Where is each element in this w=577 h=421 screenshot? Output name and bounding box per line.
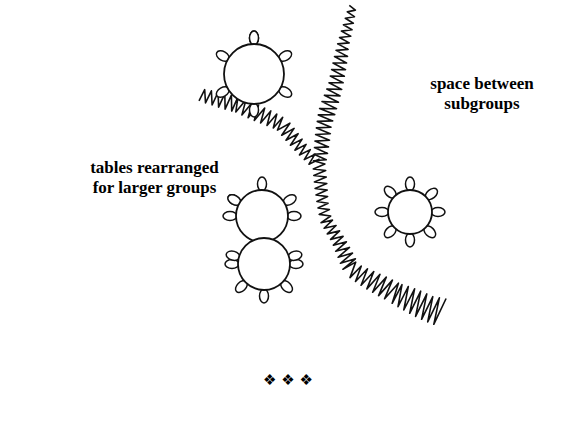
space-scribble	[313, 5, 446, 324]
chair	[250, 103, 259, 117]
chair	[406, 233, 415, 247]
chair	[287, 212, 301, 221]
round-table	[238, 238, 290, 290]
chair	[375, 208, 389, 217]
chair	[431, 208, 445, 217]
ornament: ❖ ❖ ❖	[248, 370, 328, 390]
chair	[223, 212, 237, 221]
chair	[258, 177, 267, 191]
round-table	[224, 44, 284, 104]
round-table	[236, 190, 288, 242]
round-table	[388, 190, 432, 234]
chair	[406, 177, 415, 191]
chair	[250, 31, 259, 45]
annotation: space between subgroups	[412, 74, 552, 114]
chair	[250, 31, 259, 45]
annotation: tables rearranged for larger groups	[82, 158, 227, 198]
chair	[260, 289, 269, 303]
